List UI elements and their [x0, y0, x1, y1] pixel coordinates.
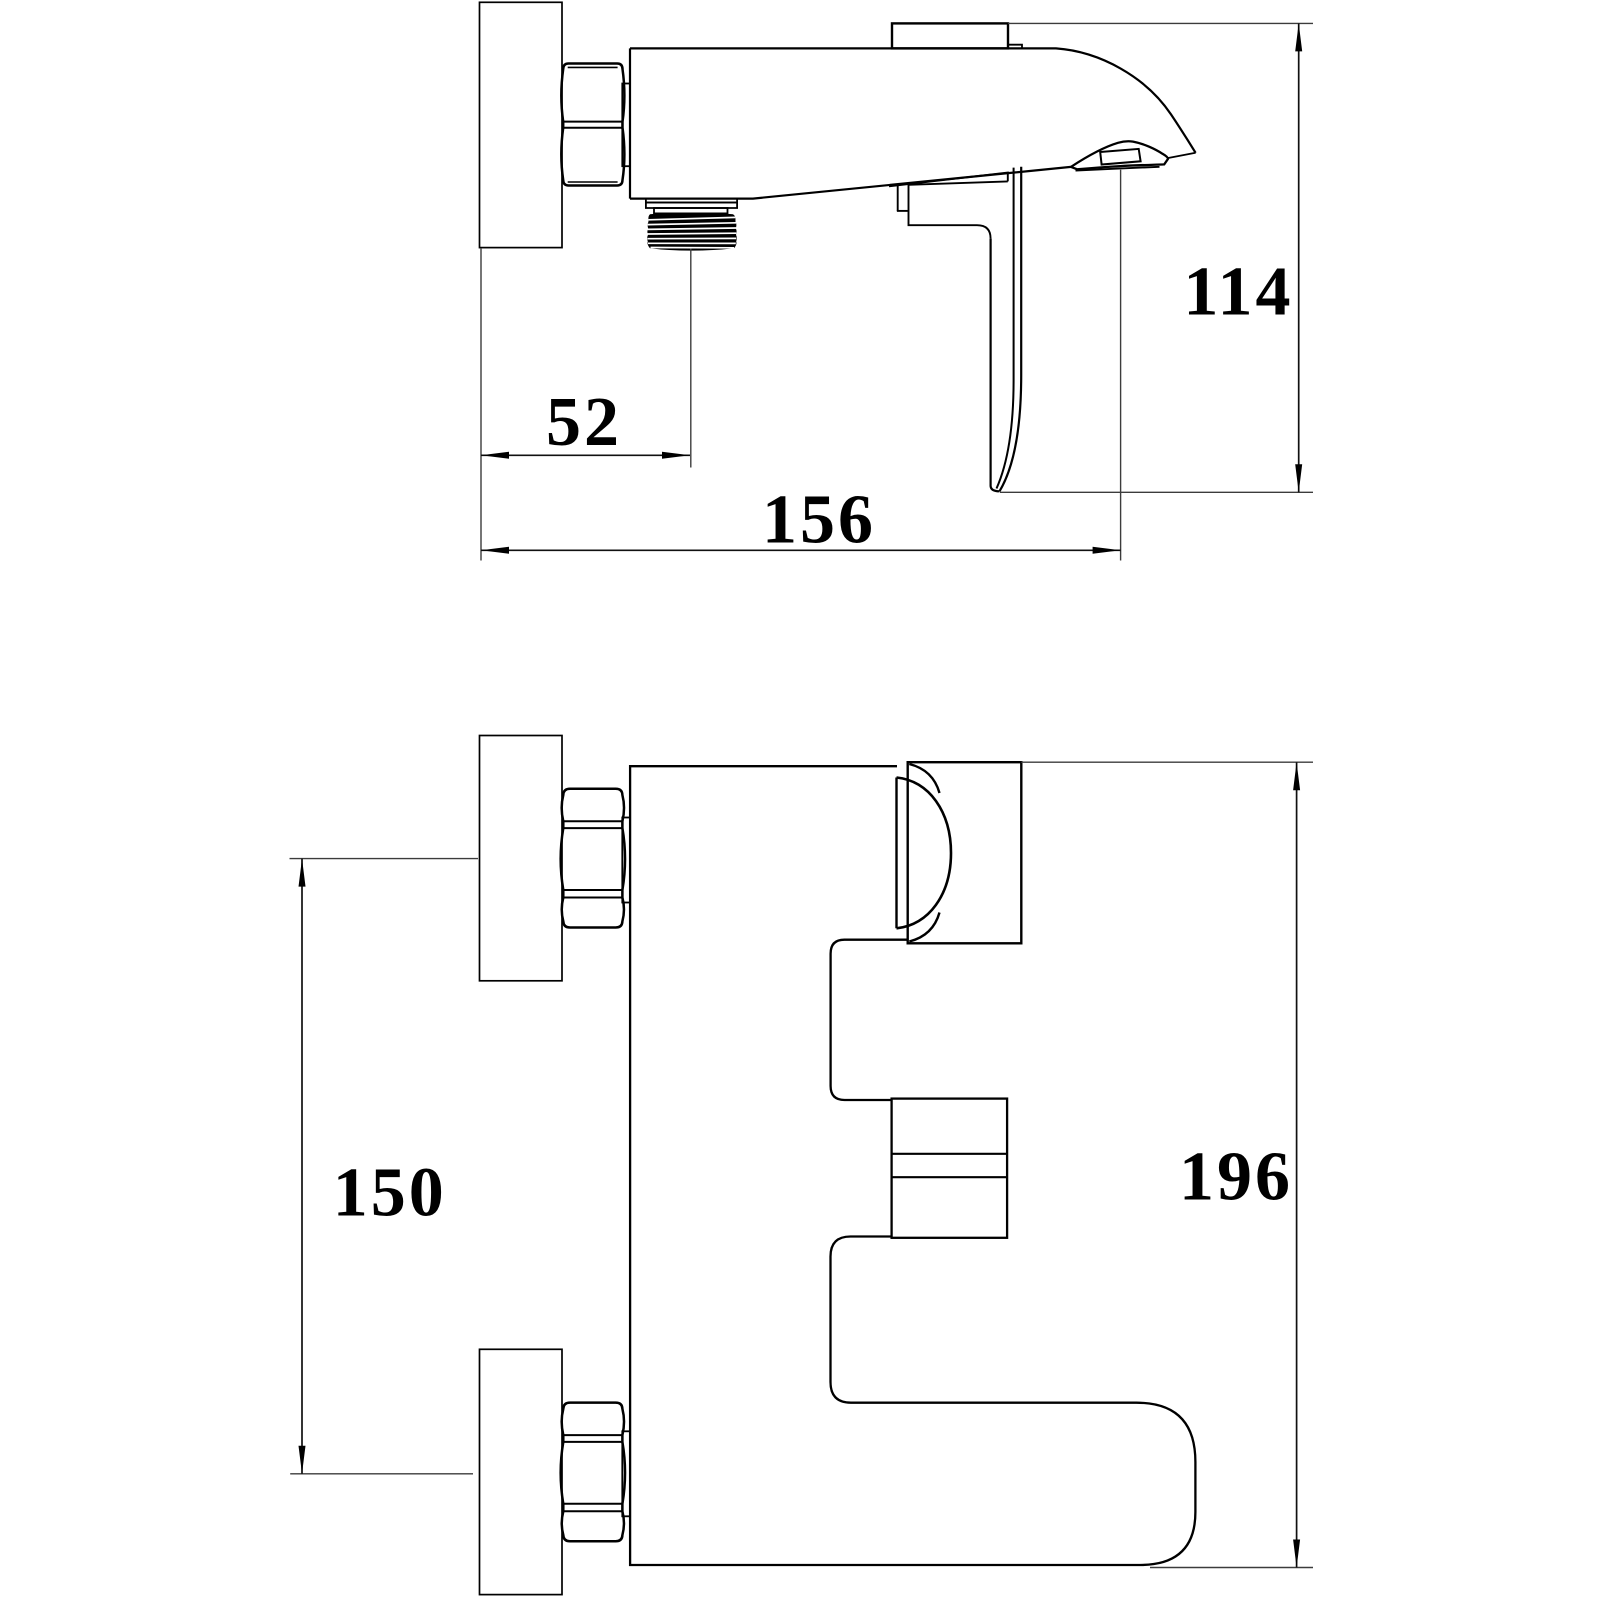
- svg-text:150: 150: [333, 1155, 447, 1232]
- svg-text:196: 196: [1179, 1139, 1293, 1216]
- svg-text:156: 156: [762, 482, 876, 559]
- svg-text:52: 52: [546, 384, 622, 461]
- svg-text:114: 114: [1183, 254, 1293, 331]
